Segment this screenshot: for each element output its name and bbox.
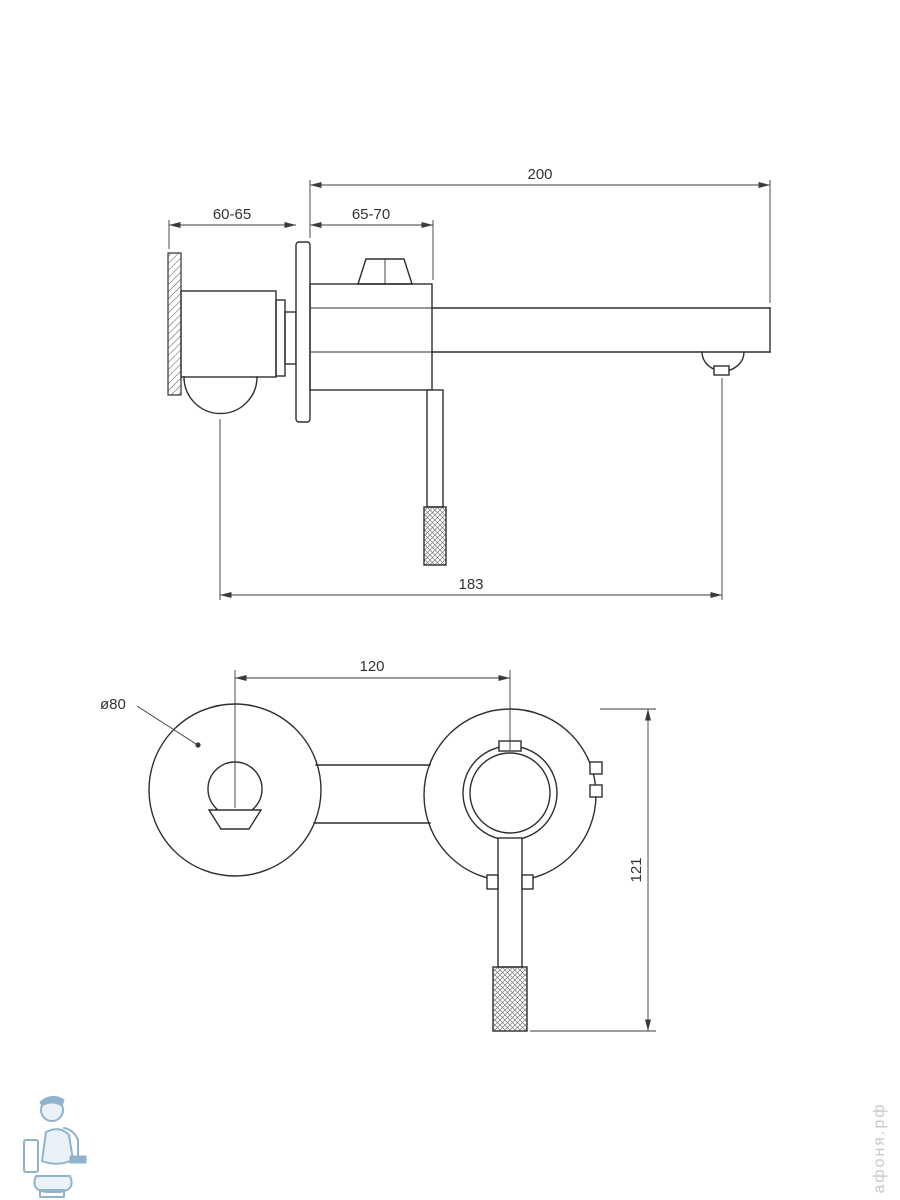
toilet-base-icon <box>39 1189 65 1198</box>
wall-flange-section <box>167 252 182 396</box>
handle-ring-inner <box>469 752 551 834</box>
connector-steps <box>275 299 297 377</box>
connecting-body <box>313 764 431 824</box>
dimension-spout-length: 200 <box>309 166 771 303</box>
dimension-total-length: 183 <box>219 378 723 600</box>
mixer-body <box>309 283 433 391</box>
spout-outline <box>310 307 771 353</box>
dimension-escutcheon-depth: 65-70 <box>310 206 434 280</box>
dim-label-183: 183 <box>458 576 483 593</box>
dim-label-120: 120 <box>359 658 384 675</box>
toilet-bowl-icon <box>33 1175 73 1193</box>
aerator-side <box>701 351 745 376</box>
concealed-body <box>180 290 277 378</box>
inlet-dome <box>183 376 258 415</box>
dim-label-65-70: 65-70 <box>352 206 390 223</box>
dim-label-60-65: 60-65 <box>213 206 251 223</box>
dimension-wall-depth: 60-65 <box>168 206 296 249</box>
watermark-site-text: афоня.рф <box>871 1103 888 1194</box>
handle-ring-outer <box>462 745 558 841</box>
side-view <box>167 241 771 566</box>
plumber-arm-icon <box>63 1127 79 1141</box>
watermark-logo <box>23 1096 87 1198</box>
leader-dot <box>195 742 201 748</box>
plumber-body-icon <box>41 1128 74 1165</box>
handle-side <box>423 389 447 566</box>
dimension-center-distance: 120 <box>234 658 511 808</box>
escutcheon-plate-side <box>295 241 311 423</box>
dim-label-121: 121 <box>628 857 645 882</box>
dim-label-200: 200 <box>527 166 552 183</box>
plumber-cap-icon <box>39 1096 65 1107</box>
dim-label-diameter: ø80 <box>100 696 126 713</box>
dimension-handle-height: 121 <box>530 708 656 1032</box>
cartridge-cap <box>357 258 413 285</box>
spout-outlet-front <box>207 809 263 830</box>
front-view-dimensions: 120 ø80 121 <box>100 658 656 1032</box>
dimension-flange-diameter: ø80 <box>100 696 201 748</box>
side-view-dimensions: 200 60-65 65-70 183 <box>168 166 771 600</box>
toilet-tank-icon <box>23 1139 39 1173</box>
front-view <box>148 703 603 1032</box>
side-set-screws <box>589 761 603 798</box>
handle-knurl-front <box>492 966 528 1032</box>
handle-knurl-side <box>423 506 447 566</box>
handle-front <box>486 837 534 1032</box>
plunger-cup-icon <box>69 1155 87 1164</box>
